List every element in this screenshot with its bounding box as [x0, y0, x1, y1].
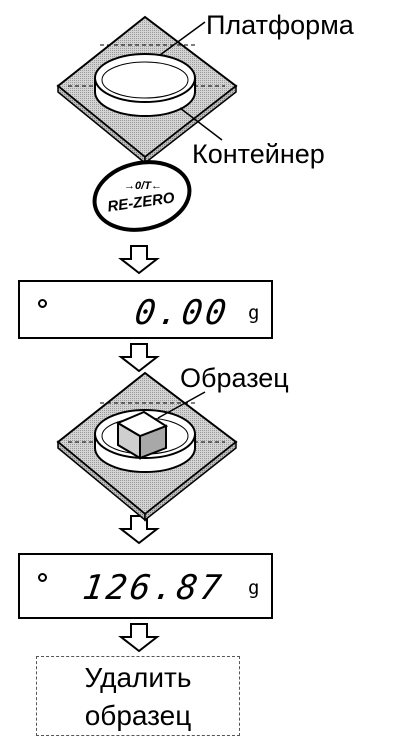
rezero-tare-symbol: →0/T← [124, 180, 162, 192]
remove-sample-step: Удалить образец [36, 656, 240, 736]
down-arrow-4 [118, 623, 160, 653]
display-unit: g [248, 577, 260, 599]
rezero-button-ring [92, 160, 192, 232]
platform-with-sample [56, 371, 238, 522]
down-arrow-2 [118, 343, 160, 373]
stability-indicator [38, 573, 47, 582]
sample-label: Образец [180, 363, 289, 393]
display-value: 126.87 [80, 568, 227, 608]
display-sample-weight: 126.87 g [18, 553, 273, 619]
remove-sample-line2: образец [84, 700, 192, 731]
container-label: Контейнер [192, 139, 325, 169]
display-unit: g [248, 302, 260, 324]
platform-with-container [56, 15, 238, 165]
sample-cube [115, 410, 169, 460]
down-arrow-1 [118, 245, 160, 275]
display-zero: 0.00 g [18, 280, 273, 339]
display-value: 0.00 [132, 293, 232, 333]
stability-indicator [38, 299, 47, 308]
flow-arrows [118, 245, 160, 653]
remove-sample-line1: Удалить [84, 662, 192, 693]
platform-label: Платформа [206, 10, 354, 40]
down-arrow-3 [118, 515, 160, 545]
